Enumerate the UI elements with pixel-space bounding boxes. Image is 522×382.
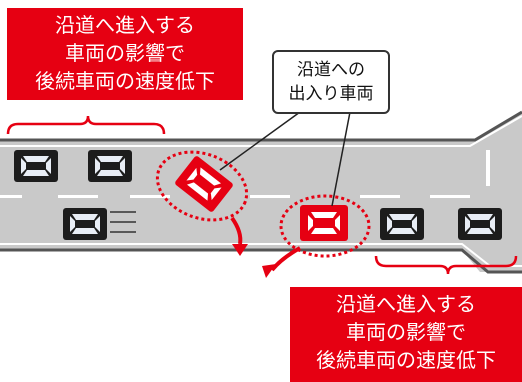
callout-pointers [219, 111, 351, 207]
red-car-lower [300, 205, 348, 241]
brace-upper [6, 115, 166, 135]
lane-markings [0, 150, 490, 198]
car-upper-lane-1 [14, 150, 58, 182]
car-lower-lane-trailing [63, 208, 107, 240]
motion-lines [110, 211, 136, 233]
callout-entering-vehicle: 沿道への 出入り車両 [272, 50, 390, 114]
brace-lower [374, 255, 518, 275]
arrow-heads [232, 244, 276, 278]
road [0, 110, 522, 274]
effect-label-lower-line3: 後続車両の速度低下 [316, 348, 496, 372]
car-upper-lane-2 [88, 150, 132, 182]
effect-label-lower: 沿道へ進入する 車両の影響で 後続車両の速度低下 [290, 287, 522, 382]
effect-label-upper: 沿道へ進入する 車両の影響で 後続車両の速度低下 [7, 8, 243, 100]
callout-line2: 出入り車両 [288, 84, 374, 104]
effect-label-lower-line2: 車両の影響で [346, 320, 466, 344]
car-lower-lane-3 [380, 208, 424, 240]
highlight-circles [155, 150, 371, 258]
car-lower-lane-4 [458, 208, 502, 240]
effect-label-upper-line3: 後続車両の速度低下 [35, 69, 215, 93]
effect-label-upper-line1: 沿道へ進入する [55, 13, 195, 37]
callout-line1: 沿道への [297, 60, 365, 80]
effect-label-upper-line2: 車両の影響で [65, 41, 185, 65]
turn-arrows [230, 216, 301, 272]
effect-label-lower-line1: 沿道へ進入する [336, 292, 476, 316]
